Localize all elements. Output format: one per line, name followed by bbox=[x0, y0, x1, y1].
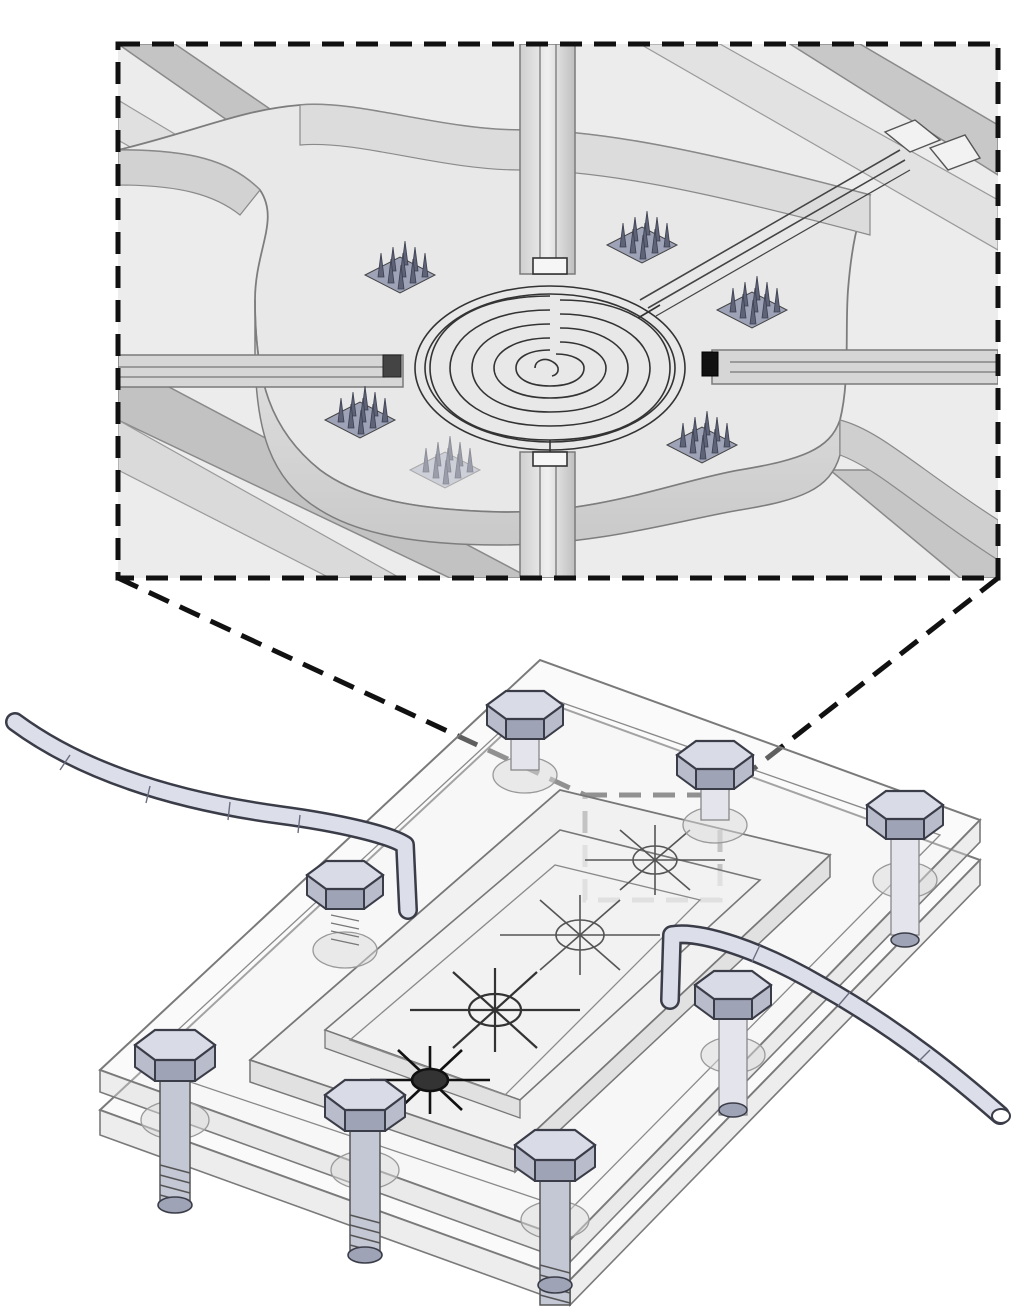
hex-bolt-icon bbox=[305, 859, 385, 969]
microneedle-array-icon bbox=[605, 210, 679, 264]
hex-bolt-icon bbox=[323, 1078, 407, 1264]
electrode-array bbox=[370, 825, 725, 1114]
electrode-leads bbox=[118, 44, 998, 578]
microneedle-array-icon bbox=[323, 385, 397, 439]
hex-bolt-icon bbox=[133, 1028, 217, 1214]
hex-bolt-icon bbox=[693, 969, 773, 1118]
electrode-star bbox=[585, 825, 725, 895]
electrode-star bbox=[410, 968, 580, 1052]
microneedle-array-icon bbox=[665, 410, 739, 464]
bolts bbox=[133, 689, 945, 1306]
microneedle-array-icon bbox=[363, 240, 437, 294]
inset-frame bbox=[115, 41, 1001, 581]
tube-icon bbox=[5, 712, 418, 920]
microneedle-arrays bbox=[323, 210, 789, 489]
hex-bolt-icon bbox=[675, 739, 755, 844]
hex-bolt-icon bbox=[485, 689, 565, 794]
hex-bolt-icon bbox=[865, 789, 945, 948]
assembly bbox=[5, 658, 1011, 1307]
detail-inset bbox=[115, 41, 1001, 581]
chamber-wall bbox=[118, 103, 998, 561]
tube-icon bbox=[660, 924, 1011, 1125]
electrode-star bbox=[370, 1046, 490, 1114]
hex-bolt-icon bbox=[513, 1128, 597, 1306]
serpentine-electrode-icon bbox=[414, 285, 686, 452]
microneedle-array-icon bbox=[408, 435, 482, 489]
microneedle-array-icon bbox=[715, 275, 789, 329]
electrode-star bbox=[500, 895, 660, 975]
